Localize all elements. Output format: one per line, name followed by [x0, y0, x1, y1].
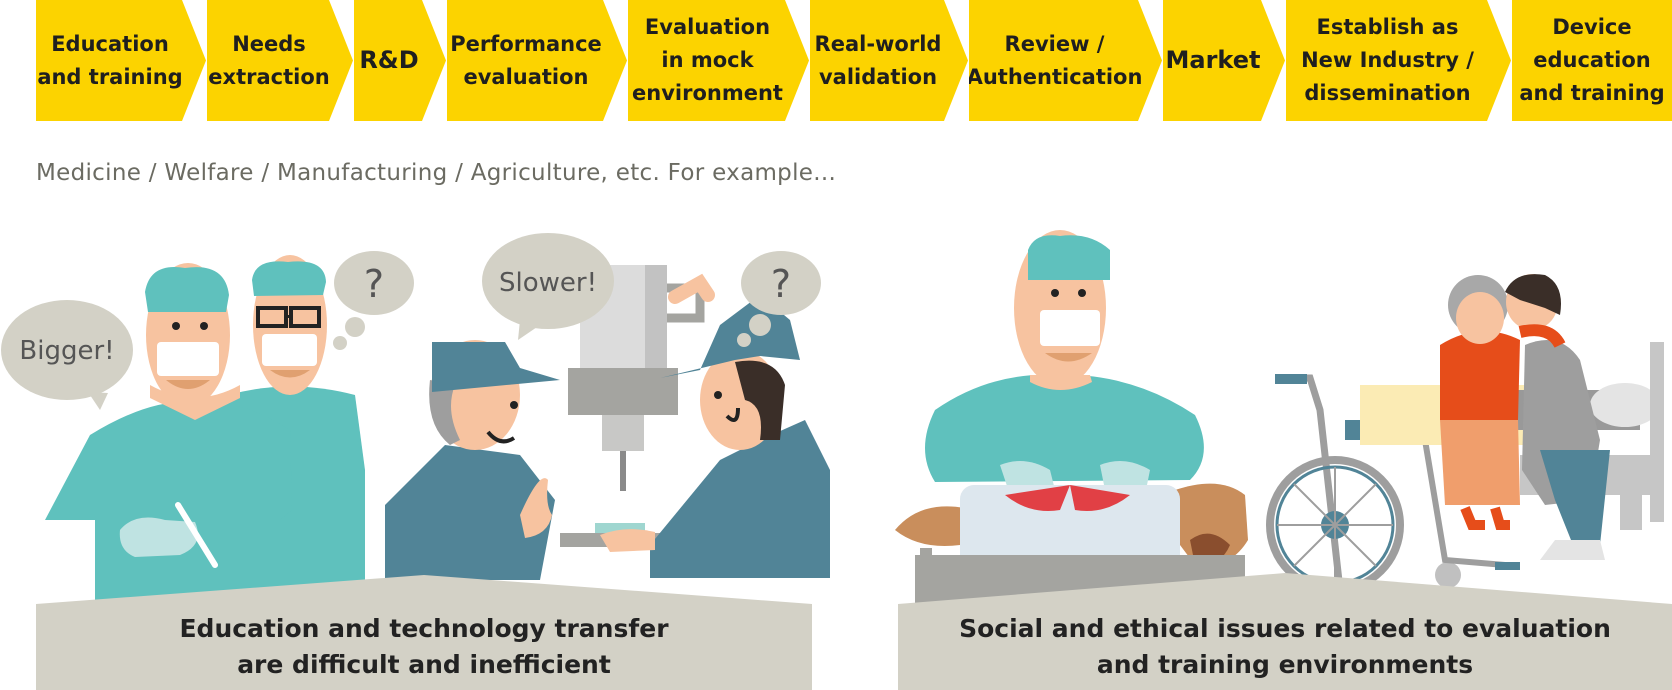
left-caption: Education and technology transfer are di…	[179, 614, 669, 679]
thought-bubble-question-2: ?	[737, 251, 821, 347]
stage-education-training: Education and training	[36, 0, 206, 121]
stage-market: Market	[1163, 0, 1285, 121]
worker-elderly	[385, 340, 560, 580]
bubble-slower-text: Slower!	[499, 268, 597, 298]
caregiver	[1505, 274, 1610, 560]
stage-needs-extraction: Needs extraction	[207, 0, 353, 121]
example-text: Medicine / Welfare / Manufacturing / Agr…	[36, 160, 837, 186]
elderly-person	[1440, 275, 1520, 530]
stage-mock-evaluation: Evaluation in mock environment	[628, 0, 809, 121]
surgeon-front	[45, 263, 292, 600]
speech-bubble-slower: Slower!	[482, 233, 614, 340]
bubble-bigger-text: Bigger!	[19, 336, 114, 366]
bubble-question-2-text: ?	[771, 262, 791, 306]
right-caption: Social and ethical issues related to eva…	[959, 614, 1611, 679]
stage-real-world-validation: Real-world validation	[810, 0, 968, 121]
left-scene-illustration: Bigger! ?	[1, 233, 830, 690]
thought-bubble-question-1: ?	[333, 251, 414, 350]
process-flow: Education and training Needs extraction …	[0, 0, 1672, 121]
surgeon-operating	[925, 230, 1204, 495]
right-scene-illustration	[895, 230, 1672, 690]
bubble-question-1-text: ?	[364, 262, 384, 306]
left-caption-plate	[36, 575, 812, 690]
speech-bubble-bigger: Bigger!	[1, 300, 133, 410]
stage-performance-evaluation: Performance evaluation	[447, 0, 627, 121]
right-caption-plate	[898, 573, 1672, 690]
stage-new-industry: Establish as New Industry / disseminatio…	[1286, 0, 1511, 121]
stage-review-authentication: Review / Authentication	[969, 0, 1162, 121]
stage-device-education: Device education and training	[1512, 0, 1672, 121]
